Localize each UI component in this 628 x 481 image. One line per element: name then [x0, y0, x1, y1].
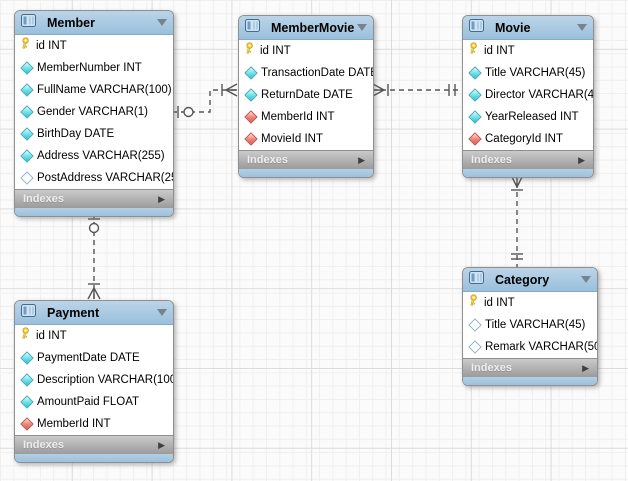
column-icon: [468, 110, 482, 124]
column-icon: [20, 395, 34, 409]
table-icon: [469, 18, 484, 37]
expand-indexes-icon[interactable]: ▶: [578, 154, 585, 165]
column-row[interactable]: BirthDay DATE: [15, 123, 173, 145]
column-row[interactable]: id INT: [15, 35, 173, 57]
column-icon: [20, 351, 34, 365]
column-row[interactable]: Description VARCHAR(100): [15, 369, 173, 391]
column-row[interactable]: id INT: [239, 40, 373, 62]
collapse-arrow-icon[interactable]: [357, 24, 367, 31]
table-icon: [469, 270, 484, 289]
column-row[interactable]: PostAddress VARCHAR(255): [15, 167, 173, 189]
table-title: Movie: [495, 20, 531, 35]
table-title: MemberMovie: [271, 20, 355, 35]
column-icon: [20, 105, 34, 119]
indexes-row[interactable]: Indexes▶: [239, 150, 373, 169]
column-row[interactable]: Remark VARCHAR(500): [463, 336, 597, 358]
expand-indexes-icon[interactable]: ▶: [582, 362, 589, 373]
column-icon: [20, 83, 34, 97]
column-row[interactable]: CategoryId INT: [463, 128, 593, 150]
primary-key-icon: [468, 294, 479, 312]
column-row[interactable]: id INT: [15, 325, 173, 347]
table-icon: [21, 303, 36, 322]
table-title: Category: [495, 272, 550, 287]
column-row[interactable]: PaymentDate DATE: [15, 347, 173, 369]
indexes-row[interactable]: Indexes▶: [15, 189, 173, 208]
column-row[interactable]: id INT: [463, 40, 593, 62]
table-membermovie[interactable]: MemberMovie id INT TransactionDate DATE …: [238, 15, 374, 178]
column-icon: [20, 149, 34, 163]
column-row[interactable]: ReturnDate DATE: [239, 84, 373, 106]
expand-indexes-icon[interactable]: ▶: [358, 154, 365, 165]
indexes-row[interactable]: Indexes▶: [463, 150, 593, 169]
collapse-arrow-icon[interactable]: [157, 309, 167, 316]
table-bottom-strip: [463, 377, 597, 385]
nullable-column-icon: [468, 318, 482, 332]
column-row[interactable]: MemberId INT: [239, 106, 373, 128]
expand-indexes-icon[interactable]: ▶: [158, 193, 165, 204]
column-row[interactable]: Gender VARCHAR(1): [15, 101, 173, 123]
relationship-member-payment[interactable]: [87, 213, 101, 300]
column-icon: [468, 88, 482, 102]
foreign-key-icon: [468, 132, 482, 146]
primary-key-icon: [20, 37, 31, 55]
column-row[interactable]: FullName VARCHAR(100): [15, 79, 173, 101]
relationship-member-membermovie[interactable]: [172, 83, 238, 118]
column-row[interactable]: YearReleased INT: [463, 106, 593, 128]
table-payment[interactable]: Payment id INT PaymentDate DATE Descript…: [14, 300, 174, 463]
expand-indexes-icon[interactable]: ▶: [158, 439, 165, 450]
relationship-movie-category[interactable]: [510, 174, 524, 267]
table-title: Member: [47, 15, 95, 30]
indexes-row[interactable]: Indexes▶: [463, 358, 597, 377]
column-icon: [244, 88, 258, 102]
column-icon: [468, 66, 482, 80]
table-header[interactable]: Movie: [463, 16, 593, 40]
table-member[interactable]: Member id INT MemberNumber INT FullName …: [14, 10, 174, 217]
table-icon: [21, 13, 36, 32]
relationship-membermovie-movie[interactable]: [372, 83, 462, 97]
collapse-arrow-icon[interactable]: [581, 276, 591, 283]
table-header[interactable]: Payment: [15, 301, 173, 325]
column-icon: [20, 373, 34, 387]
column-row[interactable]: Address VARCHAR(255): [15, 145, 173, 167]
column-row[interactable]: id INT: [463, 292, 597, 314]
nullable-column-icon: [20, 171, 34, 185]
foreign-key-icon: [244, 110, 258, 124]
table-bottom-strip: [15, 454, 173, 462]
column-icon: [20, 127, 34, 141]
column-row[interactable]: Title VARCHAR(45): [463, 62, 593, 84]
table-title: Payment: [47, 305, 100, 320]
table-bottom-strip: [463, 169, 593, 177]
column-row[interactable]: Title VARCHAR(45): [463, 314, 597, 336]
table-bottom-strip: [239, 169, 373, 177]
foreign-key-icon: [244, 132, 258, 146]
column-row[interactable]: MemberId INT: [15, 413, 173, 435]
column-row[interactable]: MovieId INT: [239, 128, 373, 150]
collapse-arrow-icon[interactable]: [157, 19, 167, 26]
table-icon: [245, 18, 260, 37]
indexes-row[interactable]: Indexes▶: [15, 435, 173, 454]
primary-key-icon: [244, 42, 255, 60]
table-bottom-strip: [15, 208, 173, 216]
table-category[interactable]: Category id INT Title VARCHAR(45) Remark…: [462, 267, 598, 386]
nullable-column-icon: [468, 340, 482, 354]
table-header[interactable]: Category: [463, 268, 597, 292]
table-header[interactable]: MemberMovie: [239, 16, 373, 40]
table-movie[interactable]: Movie id INT Title VARCHAR(45) Director …: [462, 15, 594, 178]
primary-key-icon: [468, 42, 479, 60]
table-header[interactable]: Member: [15, 11, 173, 35]
collapse-arrow-icon[interactable]: [577, 24, 587, 31]
foreign-key-icon: [20, 417, 34, 431]
column-row[interactable]: MemberNumber INT: [15, 57, 173, 79]
column-row[interactable]: TransactionDate DATE: [239, 62, 373, 84]
column-icon: [20, 61, 34, 75]
column-icon: [244, 66, 258, 80]
primary-key-icon: [20, 327, 31, 345]
column-row[interactable]: AmountPaid FLOAT: [15, 391, 173, 413]
column-row[interactable]: Director VARCHAR(45): [463, 84, 593, 106]
